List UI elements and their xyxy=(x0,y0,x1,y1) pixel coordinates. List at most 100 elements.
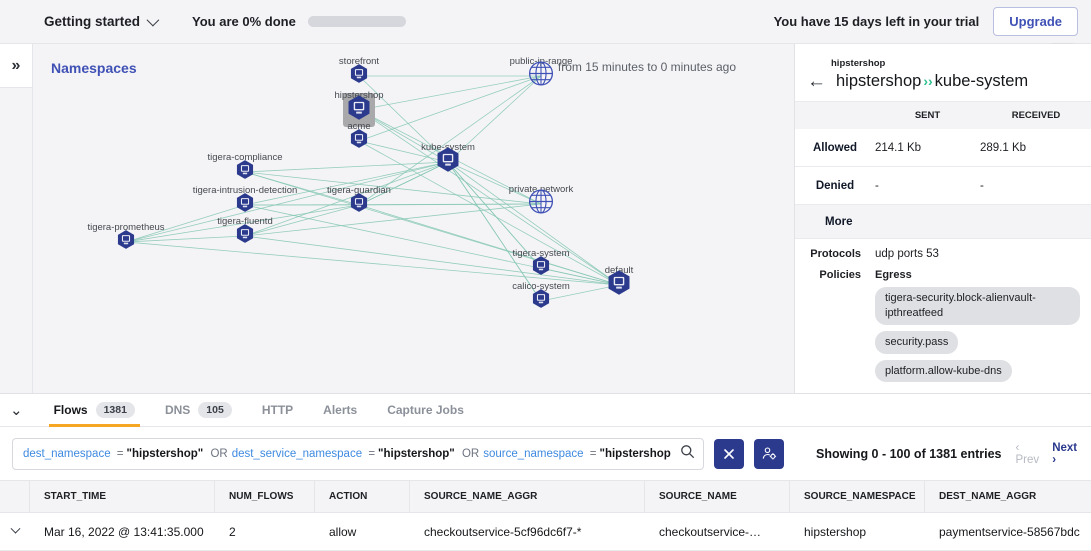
double-chevron-right-icon: » xyxy=(11,56,21,74)
detail-title: hipstershop››kube-system xyxy=(836,72,1028,91)
graph-node-label: tigera-guardian xyxy=(327,185,391,196)
tab-http[interactable]: HTTP xyxy=(247,394,308,427)
tab-count-badge: 105 xyxy=(198,402,232,418)
tab-alerts[interactable]: Alerts xyxy=(308,394,372,427)
clear-filter-button[interactable] xyxy=(714,438,744,469)
traffic-table-header: SENT RECEIVED xyxy=(795,101,1091,129)
filter-token-key: dest_namespace xyxy=(23,447,111,460)
graph-node-default[interactable] xyxy=(606,270,632,301)
graph-node-label: tigera-system xyxy=(512,248,570,259)
graph-node-label: tigera-fluentd xyxy=(217,216,273,227)
graph-node-tigera-guardian[interactable] xyxy=(349,193,369,218)
policy-chip-list: tigera-security.block-alienvault-ipthrea… xyxy=(875,287,1080,388)
prev-page-button[interactable]: ‹ Prev xyxy=(1015,441,1040,466)
graph-canvas xyxy=(125,75,620,302)
service-graph[interactable]: Namespaces from 15 minutes to 0 minutes … xyxy=(33,44,794,393)
cell-start-time: Mar 16, 2022 @ 13:41:35.000 xyxy=(44,524,204,539)
column-header-num-flows[interactable]: NUM_FLOWS xyxy=(215,481,315,512)
pagination: ‹ Prev Next › xyxy=(1015,442,1079,466)
search-icon[interactable] xyxy=(680,444,695,464)
graph-node-acme[interactable] xyxy=(349,129,369,154)
policies-direction-label: Egress xyxy=(875,269,912,281)
sidebar-rail xyxy=(0,88,33,393)
graph-node-tigera-prometheus[interactable] xyxy=(116,230,136,255)
getting-started-label: Getting started xyxy=(44,14,141,29)
tab-capture-jobs[interactable]: Capture Jobs xyxy=(372,394,479,427)
allowed-sent-value: 214.1 Kb xyxy=(875,141,922,154)
policies-row: Policies Egress tigera-security.block-al… xyxy=(795,260,1091,388)
filter-token-or: OR xyxy=(461,447,480,460)
graph-node-label: storefront xyxy=(338,56,380,67)
results-count-label: Showing 0 - 100 of 1381 entries xyxy=(816,446,1002,461)
tab-label: Alerts xyxy=(323,403,358,417)
column-header-source-name[interactable]: SOURCE_NAME xyxy=(645,481,790,512)
table-row: Denied - - xyxy=(795,167,1091,205)
top-bar: Getting started You are 0% done You have… xyxy=(0,0,1091,44)
graph-node-private-network[interactable] xyxy=(528,189,554,220)
getting-started-menu[interactable]: Getting started xyxy=(44,13,160,29)
saved-filters-button[interactable] xyxy=(754,438,784,469)
chevron-down-icon xyxy=(146,13,160,27)
graph-node-tigera-fluentd[interactable] xyxy=(235,224,255,249)
graph-node-label: acme xyxy=(347,121,371,132)
graph-node-label: tigera-compliance xyxy=(207,152,283,163)
column-header-dest-name-aggr[interactable]: DEST_NAME_AGGR xyxy=(939,491,1037,502)
policies-list-wrap: Egress tigera-security.block-alienvault-… xyxy=(875,269,1080,388)
graph-node-calico-system[interactable] xyxy=(531,289,551,314)
cell-source-name-aggr: checkoutservice-5cf96dc6f7-* xyxy=(424,524,582,539)
denied-received-value: - xyxy=(980,179,984,192)
column-header-start-time[interactable]: START_TIME xyxy=(30,481,215,512)
graph-node-public-ip-range[interactable] xyxy=(528,61,554,92)
filter-token-op: = xyxy=(116,447,124,460)
chevron-down-icon xyxy=(10,523,20,534)
flow-direction-icon: ›› xyxy=(923,73,933,89)
graph-node-storefront[interactable] xyxy=(349,64,369,89)
onboarding-progress-bar xyxy=(307,16,406,27)
more-section-header[interactable]: More xyxy=(795,205,1091,239)
policies-key: Policies xyxy=(819,269,861,281)
policy-chip[interactable]: tigera-security.block-alienvault-ipthrea… xyxy=(875,287,1080,325)
filter-query-text: dest_namespace = "hipstershop" OR dest_ser… xyxy=(23,448,671,460)
next-page-button[interactable]: Next › xyxy=(1052,441,1078,466)
tab-label: DNS xyxy=(164,403,191,417)
filter-token-val: "hipstershop" xyxy=(378,447,455,460)
detail-header: ← hipstershop››kube-system xyxy=(807,72,1083,91)
col-sent: SENT xyxy=(914,110,941,121)
filter-token-key: dest_service_namespace xyxy=(231,447,363,460)
graph-node-tigera-system[interactable] xyxy=(531,256,551,281)
search-input[interactable]: dest_namespace = "hipstershop" OR dest_ser… xyxy=(12,437,704,470)
tab-label: Flows xyxy=(53,403,88,417)
graph-node-tigera-intrusion-detection[interactable] xyxy=(235,193,255,218)
filter-row: dest_namespace = "hipstershop" OR dest_ser… xyxy=(0,427,1091,480)
upgrade-button[interactable]: Upgrade xyxy=(993,7,1078,36)
flow-detail-panel: hipstershop ← hipstershop››kube-system S… xyxy=(794,44,1091,393)
collapse-panel-icon[interactable]: ⌄ xyxy=(10,401,23,419)
cell-dest-name-aggr: paymentservice-58567bdc xyxy=(939,524,1080,539)
column-header-source-namespace[interactable]: SOURCE_NAMESPACE xyxy=(790,481,925,512)
more-label: More xyxy=(825,215,853,228)
traffic-summary-table: SENT RECEIVED Allowed 214.1 Kb 289.1 Kb … xyxy=(795,101,1091,388)
row-expand-button[interactable] xyxy=(0,513,30,550)
graph-node-kube-system[interactable] xyxy=(435,147,461,178)
back-arrow-icon[interactable]: ← xyxy=(807,71,826,92)
sidebar-expand-button[interactable]: » xyxy=(0,44,33,88)
graph-node-tigera-compliance[interactable] xyxy=(235,160,255,185)
row-label-allowed: Allowed xyxy=(812,141,858,154)
column-header-source-name-aggr[interactable]: SOURCE_NAME_AGGR xyxy=(410,481,645,512)
policy-chip[interactable]: security.pass xyxy=(875,330,959,354)
tab-label: HTTP xyxy=(261,403,294,417)
graph-node-label: tigera-intrusion-detection xyxy=(192,185,298,196)
tab-dns[interactable]: DNS 105 xyxy=(150,394,247,427)
row-label-denied: Denied xyxy=(815,179,855,192)
graph-node-hipstershop[interactable] xyxy=(346,95,372,126)
policy-chip[interactable]: platform.allow-kube-dns xyxy=(875,359,1012,383)
filter-token-op: = xyxy=(589,447,597,460)
column-header-action[interactable]: ACTION xyxy=(315,481,410,512)
